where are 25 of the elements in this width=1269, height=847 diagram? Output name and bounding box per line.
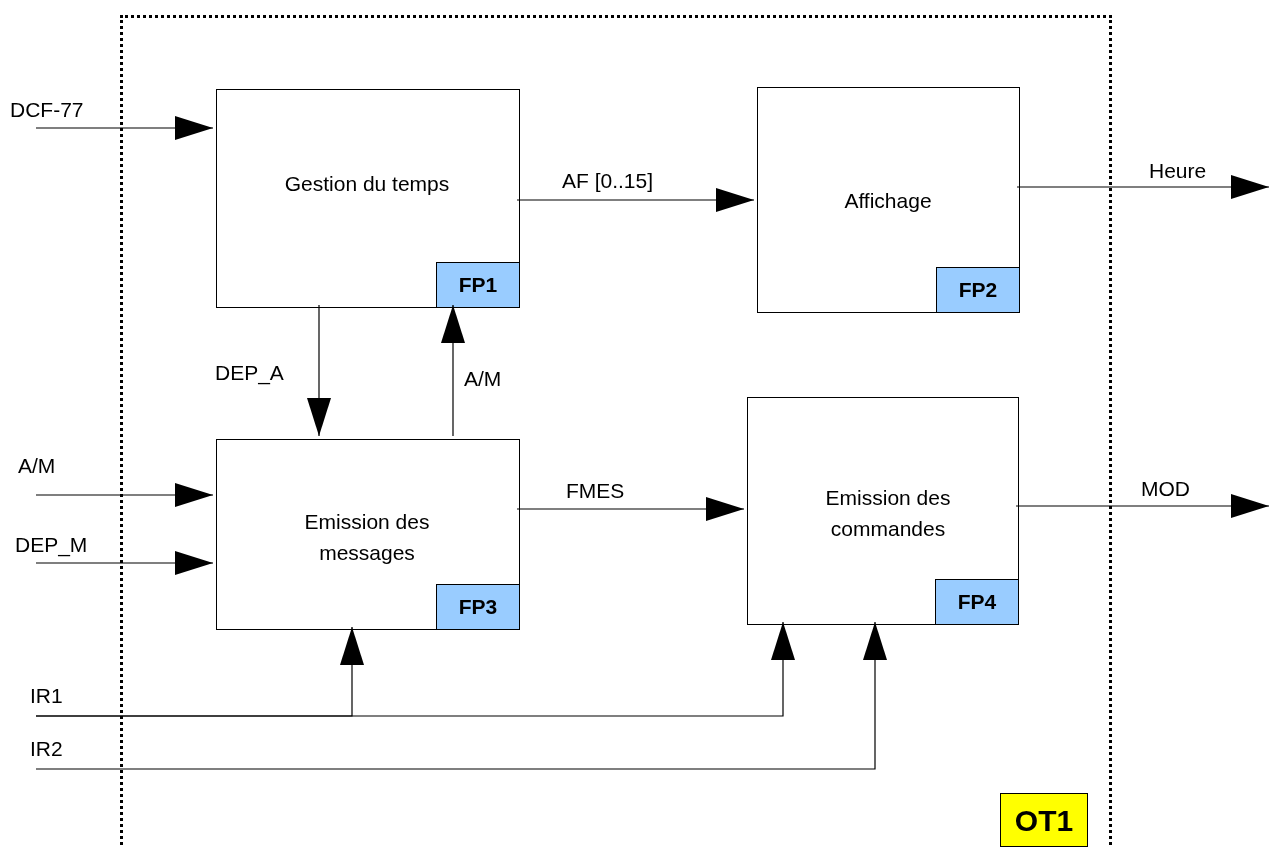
signal-arrow [516, 188, 755, 212]
function-title: Affichage [843, 188, 933, 214]
signal-arrow [441, 304, 465, 437]
signal-arrow [1016, 175, 1269, 199]
signal-arrow [35, 116, 214, 140]
signal-arrow [1015, 494, 1269, 518]
function-tag: FP4 [935, 579, 1019, 625]
boundary-tag: OT1 [1000, 793, 1088, 847]
signal-arrow [307, 304, 331, 437]
signal-arrow [516, 497, 745, 521]
signal-arrow [35, 551, 214, 575]
function-box [216, 89, 520, 308]
signal-arrow [35, 483, 214, 507]
function-tag: FP2 [936, 267, 1020, 313]
function-tag: FP3 [436, 584, 520, 630]
function-title: Gestion du temps [283, 171, 451, 197]
function-title: Emission des messages [303, 509, 431, 566]
function-box [747, 397, 1019, 625]
dashed-boundary [120, 15, 1112, 847]
function-title: Emission des commandes [824, 485, 952, 542]
function-box [757, 87, 1020, 313]
signal-arrow [35, 621, 887, 770]
function-tag: FP1 [436, 262, 520, 308]
signal-arrow [35, 621, 795, 717]
function-box [216, 439, 520, 630]
